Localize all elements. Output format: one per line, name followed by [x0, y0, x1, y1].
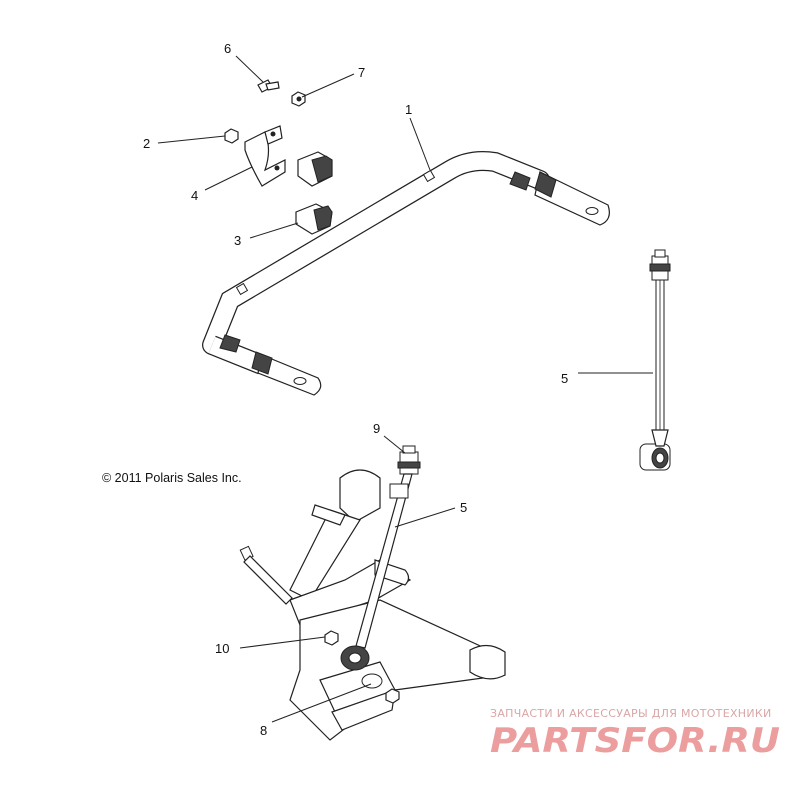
bolt-6-part — [257, 79, 280, 93]
watermark-logo: PARTSFOR.RU — [490, 721, 780, 761]
stabilizer-bar-1-part — [202, 151, 610, 396]
callout-9: 9 — [373, 421, 380, 436]
bushing-3-part — [295, 203, 333, 235]
link-rod-5-lower-part — [340, 445, 421, 671]
link-rod-5-right-part — [639, 249, 671, 471]
nut-10-part — [324, 630, 339, 646]
callout-4: 4 — [191, 188, 198, 203]
callout-6: 6 — [224, 41, 231, 56]
watermark: ЗАПЧАСТИ И АКСЕССУАРЫ ДЛЯ МОТОТЕХНИКИ PA… — [490, 707, 780, 761]
bushing-upper-part — [297, 151, 333, 187]
nut-2-part — [224, 128, 239, 144]
callout-2: 2 — [143, 136, 150, 151]
leader-lines — [157, 55, 653, 723]
callout-1: 1 — [405, 102, 412, 117]
a-arm-part — [289, 559, 506, 741]
callout-10: 10 — [215, 641, 229, 656]
nut-8-part — [361, 673, 400, 704]
callout-7: 7 — [358, 65, 365, 80]
callout-5-lower: 5 — [460, 500, 467, 515]
copyright-text: © 2011 Polaris Sales Inc. — [102, 471, 242, 485]
nut-7-part — [291, 91, 306, 107]
callout-5-right: 5 — [561, 371, 568, 386]
callout-8: 8 — [260, 723, 267, 738]
watermark-tagline: ЗАПЧАСТИ И АКСЕССУАРЫ ДЛЯ МОТОТЕХНИКИ — [490, 707, 772, 720]
bolt-long-part — [239, 545, 293, 605]
callout-3: 3 — [234, 233, 241, 248]
clamp-4-part — [244, 125, 286, 187]
